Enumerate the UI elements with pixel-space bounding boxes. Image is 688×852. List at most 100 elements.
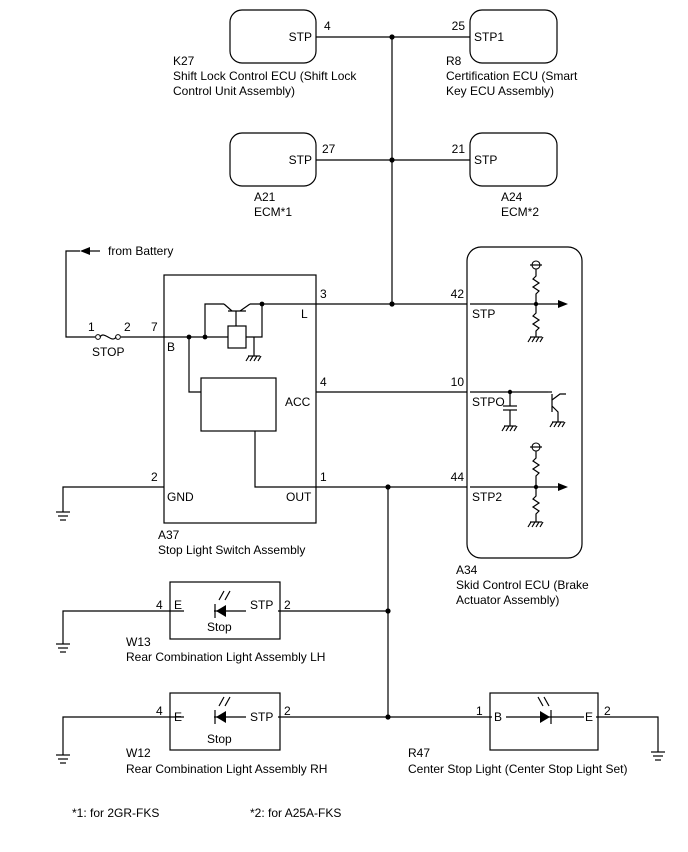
a37-pin-l-label: L bbox=[301, 307, 308, 321]
fuse-label: STOP bbox=[92, 345, 124, 359]
w13-label-bg-right bbox=[246, 603, 278, 619]
junction-dot bbox=[186, 334, 192, 340]
junctions bbox=[385, 34, 395, 720]
a34-stp2-resistor-bottom bbox=[531, 487, 541, 522]
a34-pin-stpo-number: 10 bbox=[451, 375, 465, 389]
ground-icon bbox=[549, 421, 566, 428]
wire-w12-gnd bbox=[62, 716, 170, 755]
ground-icon bbox=[56, 754, 70, 764]
r47-b-number: 1 bbox=[476, 704, 483, 718]
junction-dot bbox=[385, 484, 391, 490]
component-a37: B 7 L 3 ACC 4 GND 2 OUT 1 A37 Stop Light… bbox=[151, 274, 327, 557]
a37-pin-gnd-label: GND bbox=[167, 490, 194, 504]
r47-label-bg-right bbox=[584, 709, 596, 725]
a34-code: A34 bbox=[456, 563, 478, 577]
ground-icon bbox=[56, 643, 70, 653]
w12-lamp-label: Stop bbox=[207, 732, 232, 746]
r47-b-label: B bbox=[494, 710, 502, 724]
r8-pin-label: STP1 bbox=[474, 30, 504, 44]
w12-name: Rear Combination Light Assembly RH bbox=[126, 762, 327, 776]
w12-e-label: E bbox=[174, 710, 182, 724]
wire-r47-gnd bbox=[598, 716, 659, 752]
a37-block-to-out bbox=[254, 431, 316, 488]
a37-relay-feed bbox=[204, 303, 224, 337]
light-ray bbox=[218, 590, 225, 601]
a37-pin-acc-label: ACC bbox=[285, 395, 311, 409]
arrow-right-icon bbox=[558, 483, 568, 491]
a37-relay-coil bbox=[227, 325, 247, 349]
a21-name: ECM*1 bbox=[254, 205, 292, 219]
a24-name: ECM*2 bbox=[501, 205, 539, 219]
w13-stp-label: STP bbox=[250, 598, 273, 612]
component-w13: E 4 STP 2 Stop W13 Rear Combination Ligh… bbox=[126, 581, 325, 664]
junction-dot bbox=[389, 157, 395, 163]
k27-pin-label: STP bbox=[289, 30, 312, 44]
led-icon bbox=[216, 605, 226, 617]
a37-transistor-emitter bbox=[223, 303, 233, 312]
w13-code: W13 bbox=[126, 635, 151, 649]
a21-pin-label: STP bbox=[289, 153, 312, 167]
a34-pin-stpo-label: STPO bbox=[472, 395, 505, 409]
component-r47: B 1 E 2 R47 Center Stop Light (Center St… bbox=[408, 692, 627, 776]
a34-pin-stp-number: 42 bbox=[451, 287, 465, 301]
junction-dot bbox=[389, 301, 395, 307]
ground-icon bbox=[56, 511, 70, 521]
a37-pin-out-number: 1 bbox=[320, 470, 327, 484]
a34-stp-resistor-top bbox=[531, 269, 541, 304]
r8-name-cont: Key ECU Assembly) bbox=[446, 84, 554, 98]
wire-battery bbox=[65, 250, 95, 338]
a37-relay-ground bbox=[246, 304, 263, 338]
a21-code: A21 bbox=[254, 190, 276, 204]
a34-stp2-resistor-top bbox=[531, 451, 541, 487]
a34-stpo-transistor-collector bbox=[551, 393, 566, 401]
ground-icon bbox=[245, 355, 262, 362]
led-icon bbox=[540, 711, 550, 723]
a34-pin-stp-label: STP bbox=[472, 307, 495, 321]
r8-body bbox=[469, 9, 558, 64]
footnote-2: *2: for A25A-FKS bbox=[250, 806, 341, 820]
k27-body bbox=[229, 9, 317, 64]
r47-e-label: E bbox=[585, 710, 593, 724]
w13-e-label: E bbox=[174, 598, 182, 612]
fuse-pin-out: 2 bbox=[124, 320, 131, 334]
r8-code: R8 bbox=[446, 54, 462, 68]
r47-code: R47 bbox=[408, 746, 430, 760]
w13-e-number: 4 bbox=[156, 598, 163, 612]
light-ray bbox=[537, 696, 544, 707]
a37-switch-block bbox=[200, 377, 277, 432]
light-ray bbox=[224, 590, 231, 601]
fuse-terminal-right bbox=[115, 334, 121, 340]
footnote-1: *1: for 2GR-FKS bbox=[72, 806, 159, 820]
a34-body bbox=[466, 246, 583, 559]
a37-pin-l-number: 3 bbox=[320, 287, 327, 301]
junction-dot bbox=[385, 608, 391, 614]
a34-stp-resistor-bottom bbox=[531, 304, 541, 337]
a37-pin-gnd-number: 2 bbox=[151, 470, 158, 484]
light-ray bbox=[543, 696, 550, 707]
w12-stp-number: 2 bbox=[284, 704, 291, 718]
a24-body bbox=[469, 132, 558, 187]
a21-pin-number: 27 bbox=[322, 142, 336, 156]
led-icon bbox=[216, 711, 226, 723]
a37-pin-b-label: B bbox=[167, 340, 175, 354]
a37-transistor-collector bbox=[239, 303, 251, 312]
ground-icon bbox=[651, 751, 665, 761]
k27-name-cont: Control Unit Assembly) bbox=[173, 84, 295, 98]
a24-code: A24 bbox=[501, 190, 523, 204]
battery-label: from Battery bbox=[108, 244, 173, 258]
w12-stp-label: STP bbox=[250, 710, 273, 724]
arrow-left-icon bbox=[80, 247, 90, 255]
r8-pin-number: 25 bbox=[452, 19, 466, 33]
a24-pin-label: STP bbox=[474, 153, 497, 167]
component-a34: STP 42 STPO 10 STP2 44 A34 Skid Control … bbox=[451, 246, 589, 607]
w13-stp-number: 2 bbox=[284, 598, 291, 612]
ground-icon bbox=[527, 336, 544, 343]
fuse-icon bbox=[99, 334, 117, 340]
w12-label-bg-right bbox=[246, 709, 278, 725]
a34-name: Skid Control ECU (Brake bbox=[456, 578, 589, 592]
r47-label-bg bbox=[492, 709, 506, 725]
a37-code: A37 bbox=[158, 528, 180, 542]
component-r8: STP1 25 R8 Certification ECU (Smart Key … bbox=[446, 9, 578, 98]
a37-pin-b-number: 7 bbox=[151, 320, 158, 334]
